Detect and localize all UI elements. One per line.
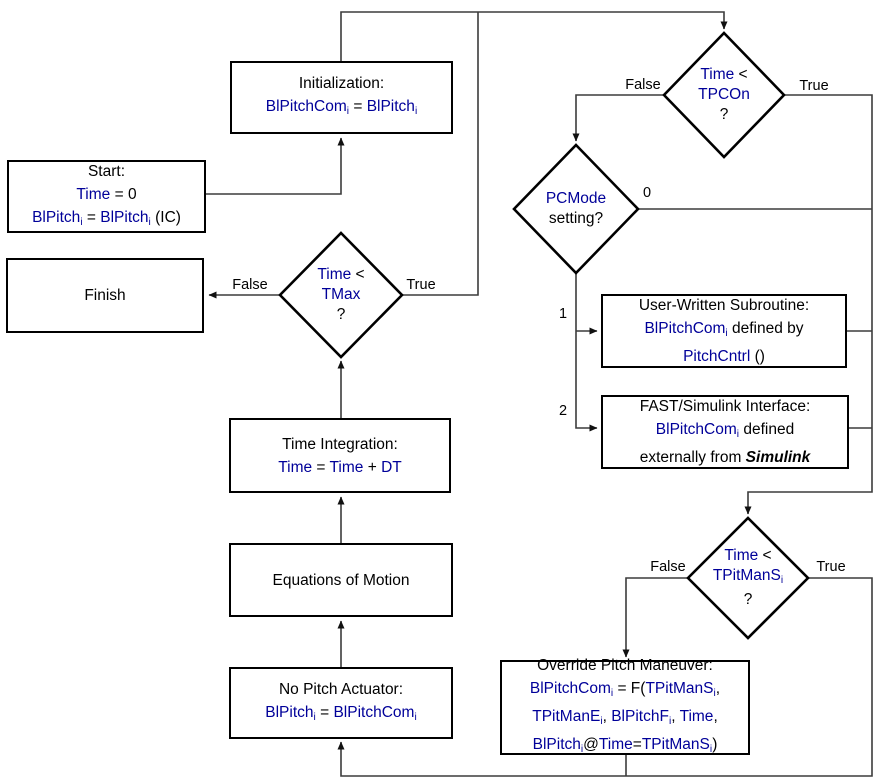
tpcon-true-label: True: [799, 78, 829, 94]
tmax-false-label: False: [232, 277, 268, 293]
arrow-start-to-init: [206, 137, 345, 195]
line-tmax-true-to-topline: [402, 12, 479, 296]
tpcon-false-label: False: [625, 77, 661, 93]
tpitman-false-label: False: [650, 559, 686, 575]
time-integration-box: Time Integration:Time = Time + DT: [229, 418, 451, 493]
pcmode-setting-decision-shape: [512, 143, 640, 275]
pcmode-0-label: 0: [642, 185, 652, 201]
initialization-box: Initialization:BlPitchComi = BlPitchi: [230, 61, 453, 134]
tpitman-true-label: True: [816, 559, 846, 575]
no-pitch-actuator-box: No Pitch Actuator:BlPitchi = BlPitchComi: [229, 667, 453, 739]
time-tpcon-decision-shape: [662, 31, 786, 159]
tmax-true-label: True: [406, 277, 436, 293]
time-tpitmans-decision-shape: [686, 516, 810, 640]
user-written-subroutine-box: User-Written Subroutine:BlPitchComi defi…: [601, 294, 847, 368]
override-pitch-maneuver-box: Override Pitch Maneuver:BlPitchComi = F(…: [500, 657, 750, 755]
equations-of-motion-box: Equations of Motion: [229, 543, 453, 617]
arrow-init-to-tpcon: [340, 11, 728, 61]
arrow-pcmode-2-to-fast: [575, 273, 598, 432]
pcmode-1-label: 1: [558, 306, 568, 322]
fast-simulink-interface-box: FAST/Simulink Interface:BlPitchComi defi…: [601, 395, 849, 469]
finish-box: Finish: [6, 258, 204, 333]
arrow-tpitman-false-to-override: [622, 577, 688, 658]
arrow-tpcon-true-to-tpitman: [744, 94, 873, 515]
pcmode-2-label: 2: [558, 403, 568, 419]
time-tmax-decision-shape: [278, 231, 404, 359]
arrow-tpitman-true-to-nopitch: [337, 577, 873, 777]
arrow-tpcon-false-to-pcmode: [572, 94, 664, 142]
